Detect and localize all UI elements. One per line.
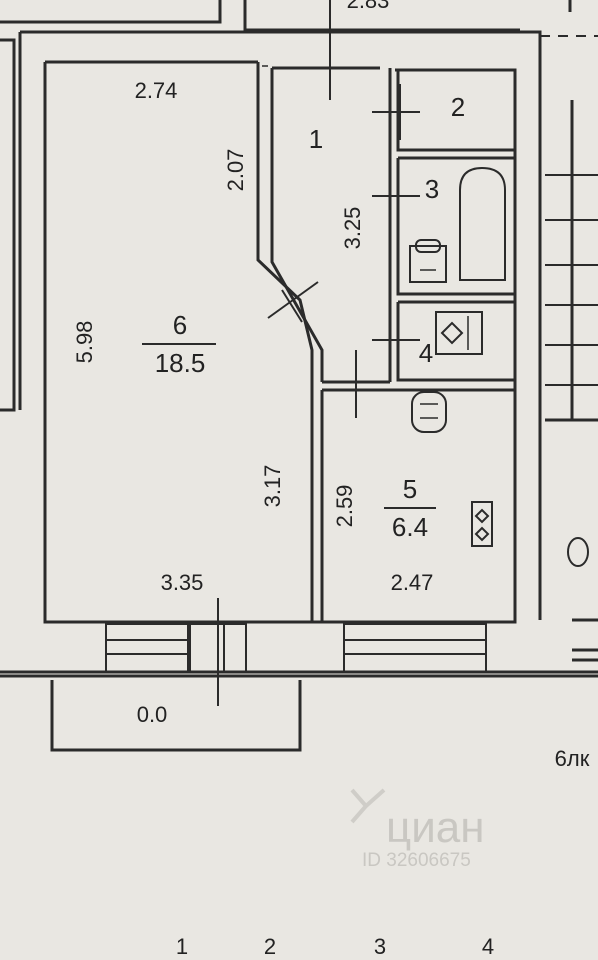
room-3-number: 3 [425, 174, 439, 204]
dim-room5-bottom: 2.47 [391, 570, 434, 595]
toilet-icon [435, 311, 483, 355]
bathtub-icon [459, 166, 506, 281]
dim-room6-left: 5.98 [72, 321, 97, 364]
exterior-wall [0, 670, 598, 678]
bottom-number-1: 1 [176, 934, 188, 959]
top-structure: 2.83 [0, 0, 598, 37]
dim-room6-lower-right: 3.17 [260, 465, 285, 508]
sink-icon [409, 239, 447, 283]
room-6-label: 6 18.5 [142, 310, 216, 378]
dim-room6-bottom: 3.35 [161, 570, 204, 595]
window-room6 [105, 623, 189, 673]
room-5-area: 6.4 [392, 512, 428, 542]
apartment-walls [0, 30, 542, 624]
dim-room6-upper-right: 2.07 [223, 149, 248, 192]
room-4-number: 4 [419, 338, 433, 368]
bottom-number-4: 4 [482, 934, 494, 959]
hatch-icon [567, 537, 589, 567]
room-5-number: 5 [403, 474, 417, 504]
cian-logo-icon [350, 788, 386, 824]
stairwell [545, 100, 598, 662]
room-1-number: 1 [309, 124, 323, 154]
watermark-brand: циан [386, 803, 485, 852]
window-room5 [343, 623, 487, 673]
top-dimension: 2.83 [347, 0, 390, 13]
room-6-area: 18.5 [155, 348, 206, 378]
kitchen-sink-icon [411, 391, 447, 433]
door-markers [267, 84, 420, 418]
balcony [50, 598, 302, 752]
balcony-side-label: 6лк [555, 746, 590, 771]
room-6-number: 6 [173, 310, 187, 340]
watermark: циан ID 32606675 [350, 788, 485, 871]
watermark-id: ID 32606675 [362, 850, 471, 871]
stove-icon [471, 501, 493, 547]
dim-room6-top: 2.74 [135, 78, 178, 103]
bottom-number-3: 3 [374, 934, 386, 959]
bottom-number-2: 2 [264, 934, 276, 959]
dim-balcony: 0.0 [137, 702, 168, 727]
room-5-label: 5 6.4 [384, 474, 436, 542]
dim-room1-height: 3.25 [340, 207, 365, 250]
dim-room5-left: 2.59 [332, 485, 357, 528]
room-2-number: 2 [451, 92, 465, 122]
